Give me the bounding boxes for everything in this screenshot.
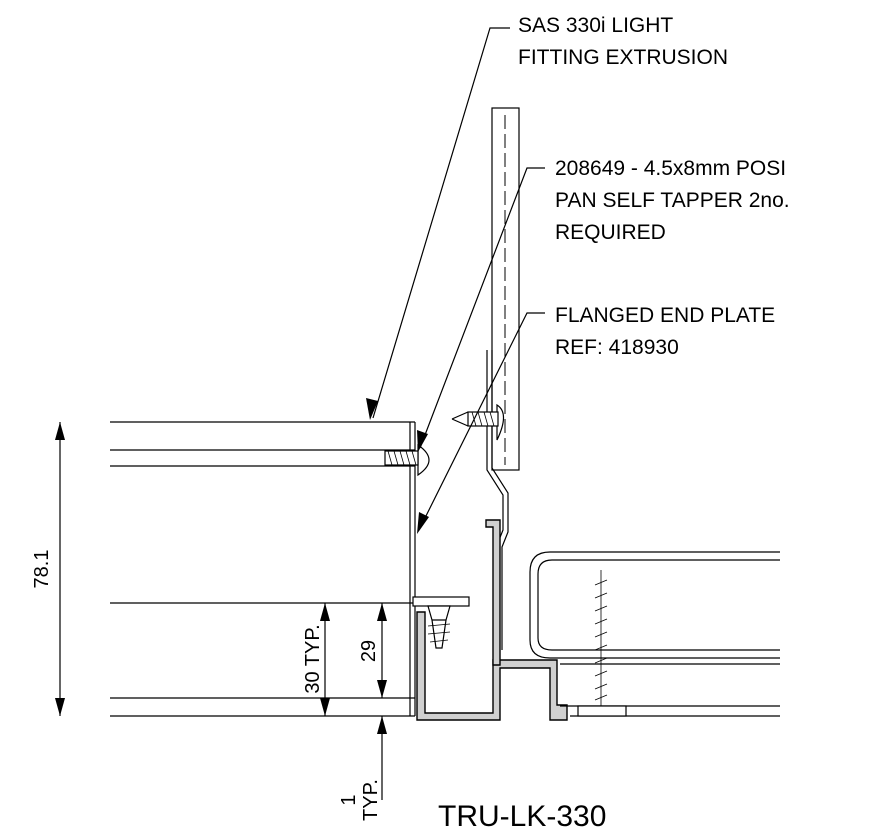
end-plate-callout-line2: REF: 418930: [555, 336, 679, 359]
drawing-title: TRU-LK-330: [438, 800, 606, 833]
dim-1-value: 1: [338, 794, 360, 805]
extrusion-leader-arrow: [366, 398, 378, 420]
lower-screw: [412, 596, 470, 649]
dim-1-typ: TYP.: [360, 779, 382, 821]
end-plate-leader-arrow: [417, 512, 429, 534]
dimension-lines: [55, 422, 387, 800]
leader-lines: [366, 27, 545, 534]
screw-leader-arrow: [417, 430, 428, 452]
light-fitting-extrusion: [110, 421, 416, 717]
screw-callout-line2: PAN SELF TAPPER 2no.: [555, 189, 790, 212]
right-panel: [529, 551, 780, 717]
middle-screw: [384, 443, 430, 477]
screw-callout-line1: 208649 - 4.5x8mm POSI: [555, 157, 786, 180]
screw-callout-line3: REQUIRED: [555, 221, 666, 244]
dim-30-typ: 30 TYP.: [302, 624, 324, 693]
extrusion-callout-line1: SAS 330i LIGHT: [518, 14, 673, 37]
dim-overall-height: 78.1: [31, 550, 53, 589]
dim-29: 29: [358, 640, 380, 662]
channel-extrusion: [416, 519, 568, 721]
end-plate-callout-line1: FLANGED END PLATE: [555, 304, 775, 327]
extrusion-callout-line2: FITTING EXTRUSION: [518, 46, 728, 69]
